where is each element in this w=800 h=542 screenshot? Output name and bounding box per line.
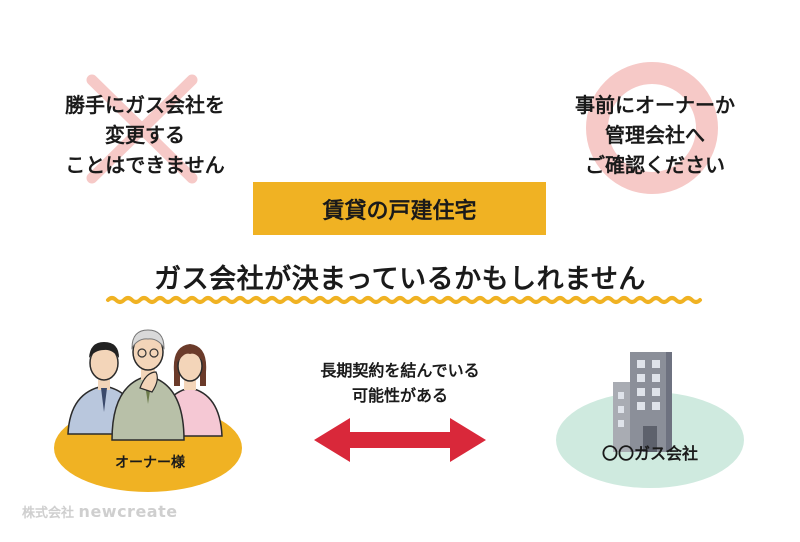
wavy-underline xyxy=(106,296,702,304)
ng-notice: 勝手にガス会社を 変更する ことはできません xyxy=(20,90,270,180)
building-icon xyxy=(613,352,672,452)
cross-mark-icon xyxy=(86,74,198,184)
ok-notice-line: 事前にオーナーか xyxy=(575,93,735,117)
circle-mark-icon xyxy=(586,62,718,194)
contract-note: 長期契約を結んでいる 可能性がある xyxy=(280,358,520,408)
credit-brand: newcreate xyxy=(78,502,178,521)
owner-group-icon xyxy=(67,329,223,441)
double-arrow-icon xyxy=(314,418,486,462)
ng-notice-line: ことはできません xyxy=(65,153,225,177)
rental-house-badge: 賃貸の戸建住宅 xyxy=(253,182,546,235)
contract-note-line: 長期契約を結んでいる xyxy=(320,361,480,380)
ok-notice-line: ご確認ください xyxy=(585,153,725,177)
credit-prefix: 株式会社 xyxy=(22,506,75,521)
ok-notice-line: 管理会社へ xyxy=(605,123,705,147)
company-credit: 株式会社 newcreate xyxy=(22,502,178,521)
badge-label: 賃貸の戸建住宅 xyxy=(322,198,477,224)
ok-notice: 事前にオーナーか 管理会社へ ご確認ください xyxy=(530,90,780,180)
person-center-icon xyxy=(111,329,185,441)
ng-notice-line: 勝手にガス会社を xyxy=(65,93,225,117)
gas-company-label: 〇〇ガス会社 xyxy=(601,444,698,463)
owner-label: オーナー様 xyxy=(115,455,185,471)
ng-notice-line: 変更する xyxy=(105,123,185,147)
headline: ガス会社が決まっているかもしれません xyxy=(154,264,646,295)
contract-note-line: 可能性がある xyxy=(351,386,448,405)
